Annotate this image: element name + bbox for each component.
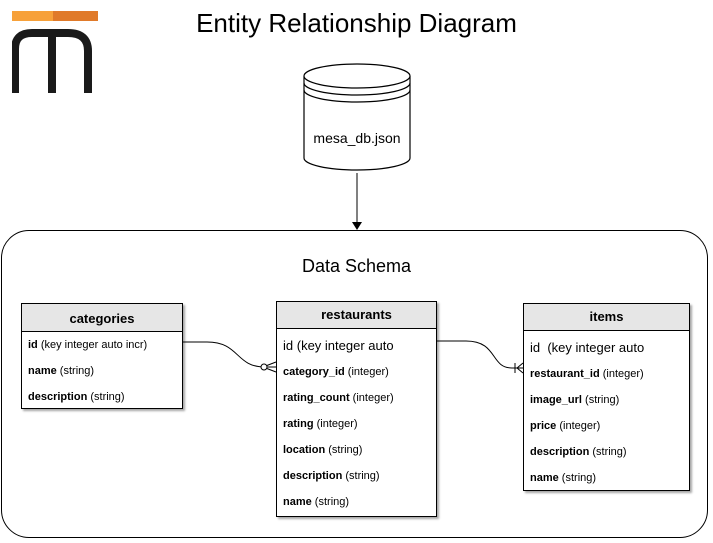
entity-restaurants-header: restaurants [277,302,436,329]
field-name: rating_count [283,392,350,404]
field-name: name [28,365,57,377]
field-row: name (string) [530,465,689,491]
mesa-logo [12,11,98,93]
field-name: id [28,339,38,351]
field-name: location [283,444,326,456]
field-row: category_id (integer) [283,359,436,385]
logo-bar-light [12,11,53,21]
field-type: (integer) [349,392,394,404]
field-name: description [283,470,343,482]
entity-items: items id (key integer auto restaurant_id… [523,303,690,491]
schema-label: Data Schema [301,256,412,276]
logo-bar-dark [53,11,98,21]
field-row: description (string) [283,463,436,489]
field-type: (string) [311,496,350,508]
field-name: id [530,340,541,355]
field-type: (string) [56,365,95,377]
field-row: name (string) [283,489,436,515]
field-row: rating_count (integer) [283,385,436,411]
schema-container [1,230,708,538]
field-type: (key integer auto [293,338,394,353]
field-row: restaurant_id (integer) [530,361,689,387]
entity-categories: categories id (key integer auto incr) na… [21,303,183,409]
field-name: name [283,496,312,508]
field-row: price (integer) [530,413,689,439]
field-type: (string) [87,391,125,403]
logo-m-glyph [12,29,92,93]
field-name: rating [283,418,314,430]
field-type: (integer) [344,366,389,378]
field-row: rating (integer) [283,411,436,437]
field-row: id (key integer auto [283,333,436,359]
field-type: (string) [589,446,627,458]
database-cylinder: mesa_db.json [303,63,411,173]
field-row: image_url (string) [530,387,689,413]
field-type: (key integer auto [540,340,645,355]
field-type: (integer) [556,420,601,432]
field-name: category_id [283,366,345,378]
field-row: location (string) [283,437,436,463]
entity-categories-header: categories [22,304,182,332]
entity-items-header: items [524,304,689,331]
field-type: (integer) [313,418,358,430]
restaurants-items-link [437,340,524,374]
field-type: (string) [558,472,597,484]
field-type: (key integer auto incr) [37,339,148,351]
field-row: id (key integer auto incr) [28,332,182,358]
field-row: description (string) [28,384,182,410]
entity-restaurants: restaurants id (key integer auto categor… [276,301,437,517]
categories-restaurants-link [183,341,277,373]
field-row: name (string) [28,358,182,384]
field-row: description (string) [530,439,689,465]
field-name: description [530,446,590,458]
diagram-title: Entity Relationship Diagram [196,8,517,38]
field-type: (string) [342,470,380,482]
field-name: image_url [530,394,582,406]
field-name: description [28,391,88,403]
field-type: (integer) [599,368,644,380]
field-type: (string) [325,444,363,456]
arrow-head-icon [352,222,362,230]
field-name: name [530,472,559,484]
field-type: (string) [581,394,620,406]
field-name: id [283,338,294,353]
field-name: restaurant_id [530,368,600,380]
database-label: mesa_db.json [313,130,401,146]
field-row: id (key integer auto [530,335,689,361]
database-icon [303,63,411,171]
field-name: price [530,420,557,432]
